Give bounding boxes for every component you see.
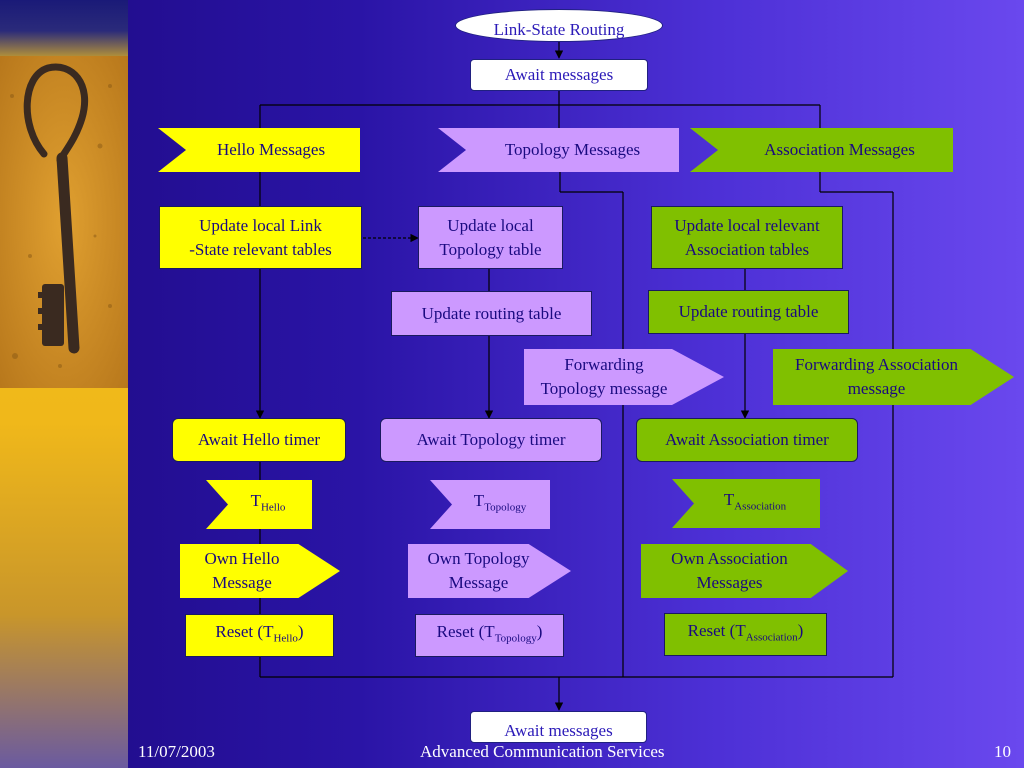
association-reset-pre: Reset (T	[687, 621, 746, 641]
association-timer-node: TAssociation	[672, 479, 820, 528]
association-reset-label: Reset (TAssociation)	[688, 619, 804, 649]
topology-routing-text: Update routing table	[421, 303, 562, 323]
key-image	[0, 56, 128, 388]
hello-messages-header: Hello Messages	[158, 128, 360, 172]
topology-header-text: Topology Messages	[504, 140, 641, 159]
association-timer-label: TAssociation	[724, 488, 786, 518]
title-text: Link-State Routing	[493, 19, 625, 39]
await-top-text: Await messages	[504, 65, 614, 84]
association-update-line1: Update local relevant	[674, 215, 820, 235]
hello-timer-label: THello	[251, 489, 286, 519]
association-forwarding-node: Forwarding Association message	[773, 349, 1014, 405]
association-own-line2: Messages	[696, 573, 763, 592]
association-forward-line2: message	[847, 379, 906, 398]
topology-update-line2: Topology table	[439, 239, 542, 259]
hello-own-line2: Message	[212, 573, 272, 592]
topology-own-message: Own Topology Message	[408, 544, 571, 598]
association-update-box: Update local relevant Association tables	[651, 206, 843, 269]
sidebar-band	[0, 0, 128, 768]
title-node: Link-State Routing	[455, 9, 663, 42]
topology-reset-box: Reset (TTopology)	[415, 614, 564, 657]
association-reset-post: )	[797, 621, 804, 641]
topology-own-line2: Message	[448, 573, 509, 592]
await-messages-bottom: Await messages	[470, 711, 647, 743]
topology-forward-line2: Topology message	[540, 379, 668, 398]
topology-timer-sub: Topology	[484, 501, 527, 514]
page-number: 10	[994, 742, 1011, 761]
association-reset-box: Reset (TAssociation)	[664, 613, 827, 656]
topology-timer-base: T	[473, 491, 485, 511]
association-forward-line1: Forwarding Association	[795, 355, 958, 374]
hello-reset-box: Reset (THello)	[185, 614, 334, 657]
hello-await-text: Await Hello timer	[197, 430, 321, 449]
hello-timer-sub: Hello	[260, 501, 286, 514]
footer-date: 11/07/2003	[138, 742, 215, 761]
topology-update-box: Update local Topology table	[418, 206, 563, 269]
topology-routing-box: Update routing table	[391, 291, 592, 336]
topology-reset-post: )	[536, 622, 543, 642]
hello-header-text: Hello Messages	[216, 140, 326, 159]
await-bottom-text: Await messages	[504, 721, 613, 740]
association-header-text: Association Messages	[764, 140, 915, 159]
association-update-line2: Association tables	[684, 239, 810, 259]
hello-own-message: Own Hello Message	[180, 544, 340, 598]
hello-reset-post: )	[297, 622, 304, 642]
topology-reset-pre: Reset (T	[436, 622, 495, 642]
hello-await-timer: Await Hello timer	[172, 418, 346, 462]
topology-forward-line1: Forwarding	[564, 355, 644, 374]
footer-title: Advanced Communication Services	[420, 742, 665, 761]
association-timer-sub: Association	[734, 500, 787, 513]
hello-update-line1: Update local Link	[199, 215, 322, 235]
topology-messages-header: Topology Messages	[438, 128, 679, 172]
association-messages-header: Association Messages	[690, 128, 953, 172]
topology-timer-label: TTopology	[474, 489, 526, 519]
association-routing-text: Update routing table	[678, 302, 819, 321]
hello-own-line1: Own Hello	[204, 549, 280, 568]
hello-timer-base: T	[250, 491, 261, 511]
hello-reset-label: Reset (THello)	[215, 620, 303, 650]
await-messages-top: Await messages	[470, 59, 648, 91]
association-own-line1: Own Association	[671, 549, 788, 568]
hello-reset-pre: Reset (T	[215, 622, 274, 642]
topology-await-timer: Await Topology timer	[380, 418, 602, 462]
topology-reset-sub: Topology	[494, 632, 537, 645]
association-own-message: Own Association Messages	[641, 544, 848, 598]
hello-update-line2: -State relevant tables	[189, 239, 332, 259]
association-await-text: Await Association timer	[665, 430, 829, 449]
topology-update-line1: Update local	[447, 215, 534, 235]
association-timer-base: T	[723, 490, 735, 510]
association-await-timer: Await Association timer	[636, 418, 858, 462]
topology-await-text: Await Topology timer	[416, 430, 566, 449]
hello-reset-sub: Hello	[273, 632, 298, 645]
hello-update-box: Update local Link -State relevant tables	[159, 206, 362, 269]
association-routing-box: Update routing table	[648, 290, 849, 334]
topology-own-line1: Own Topology	[427, 549, 530, 568]
association-reset-sub: Association	[745, 631, 798, 644]
topology-reset-label: Reset (TTopology)	[437, 620, 543, 650]
